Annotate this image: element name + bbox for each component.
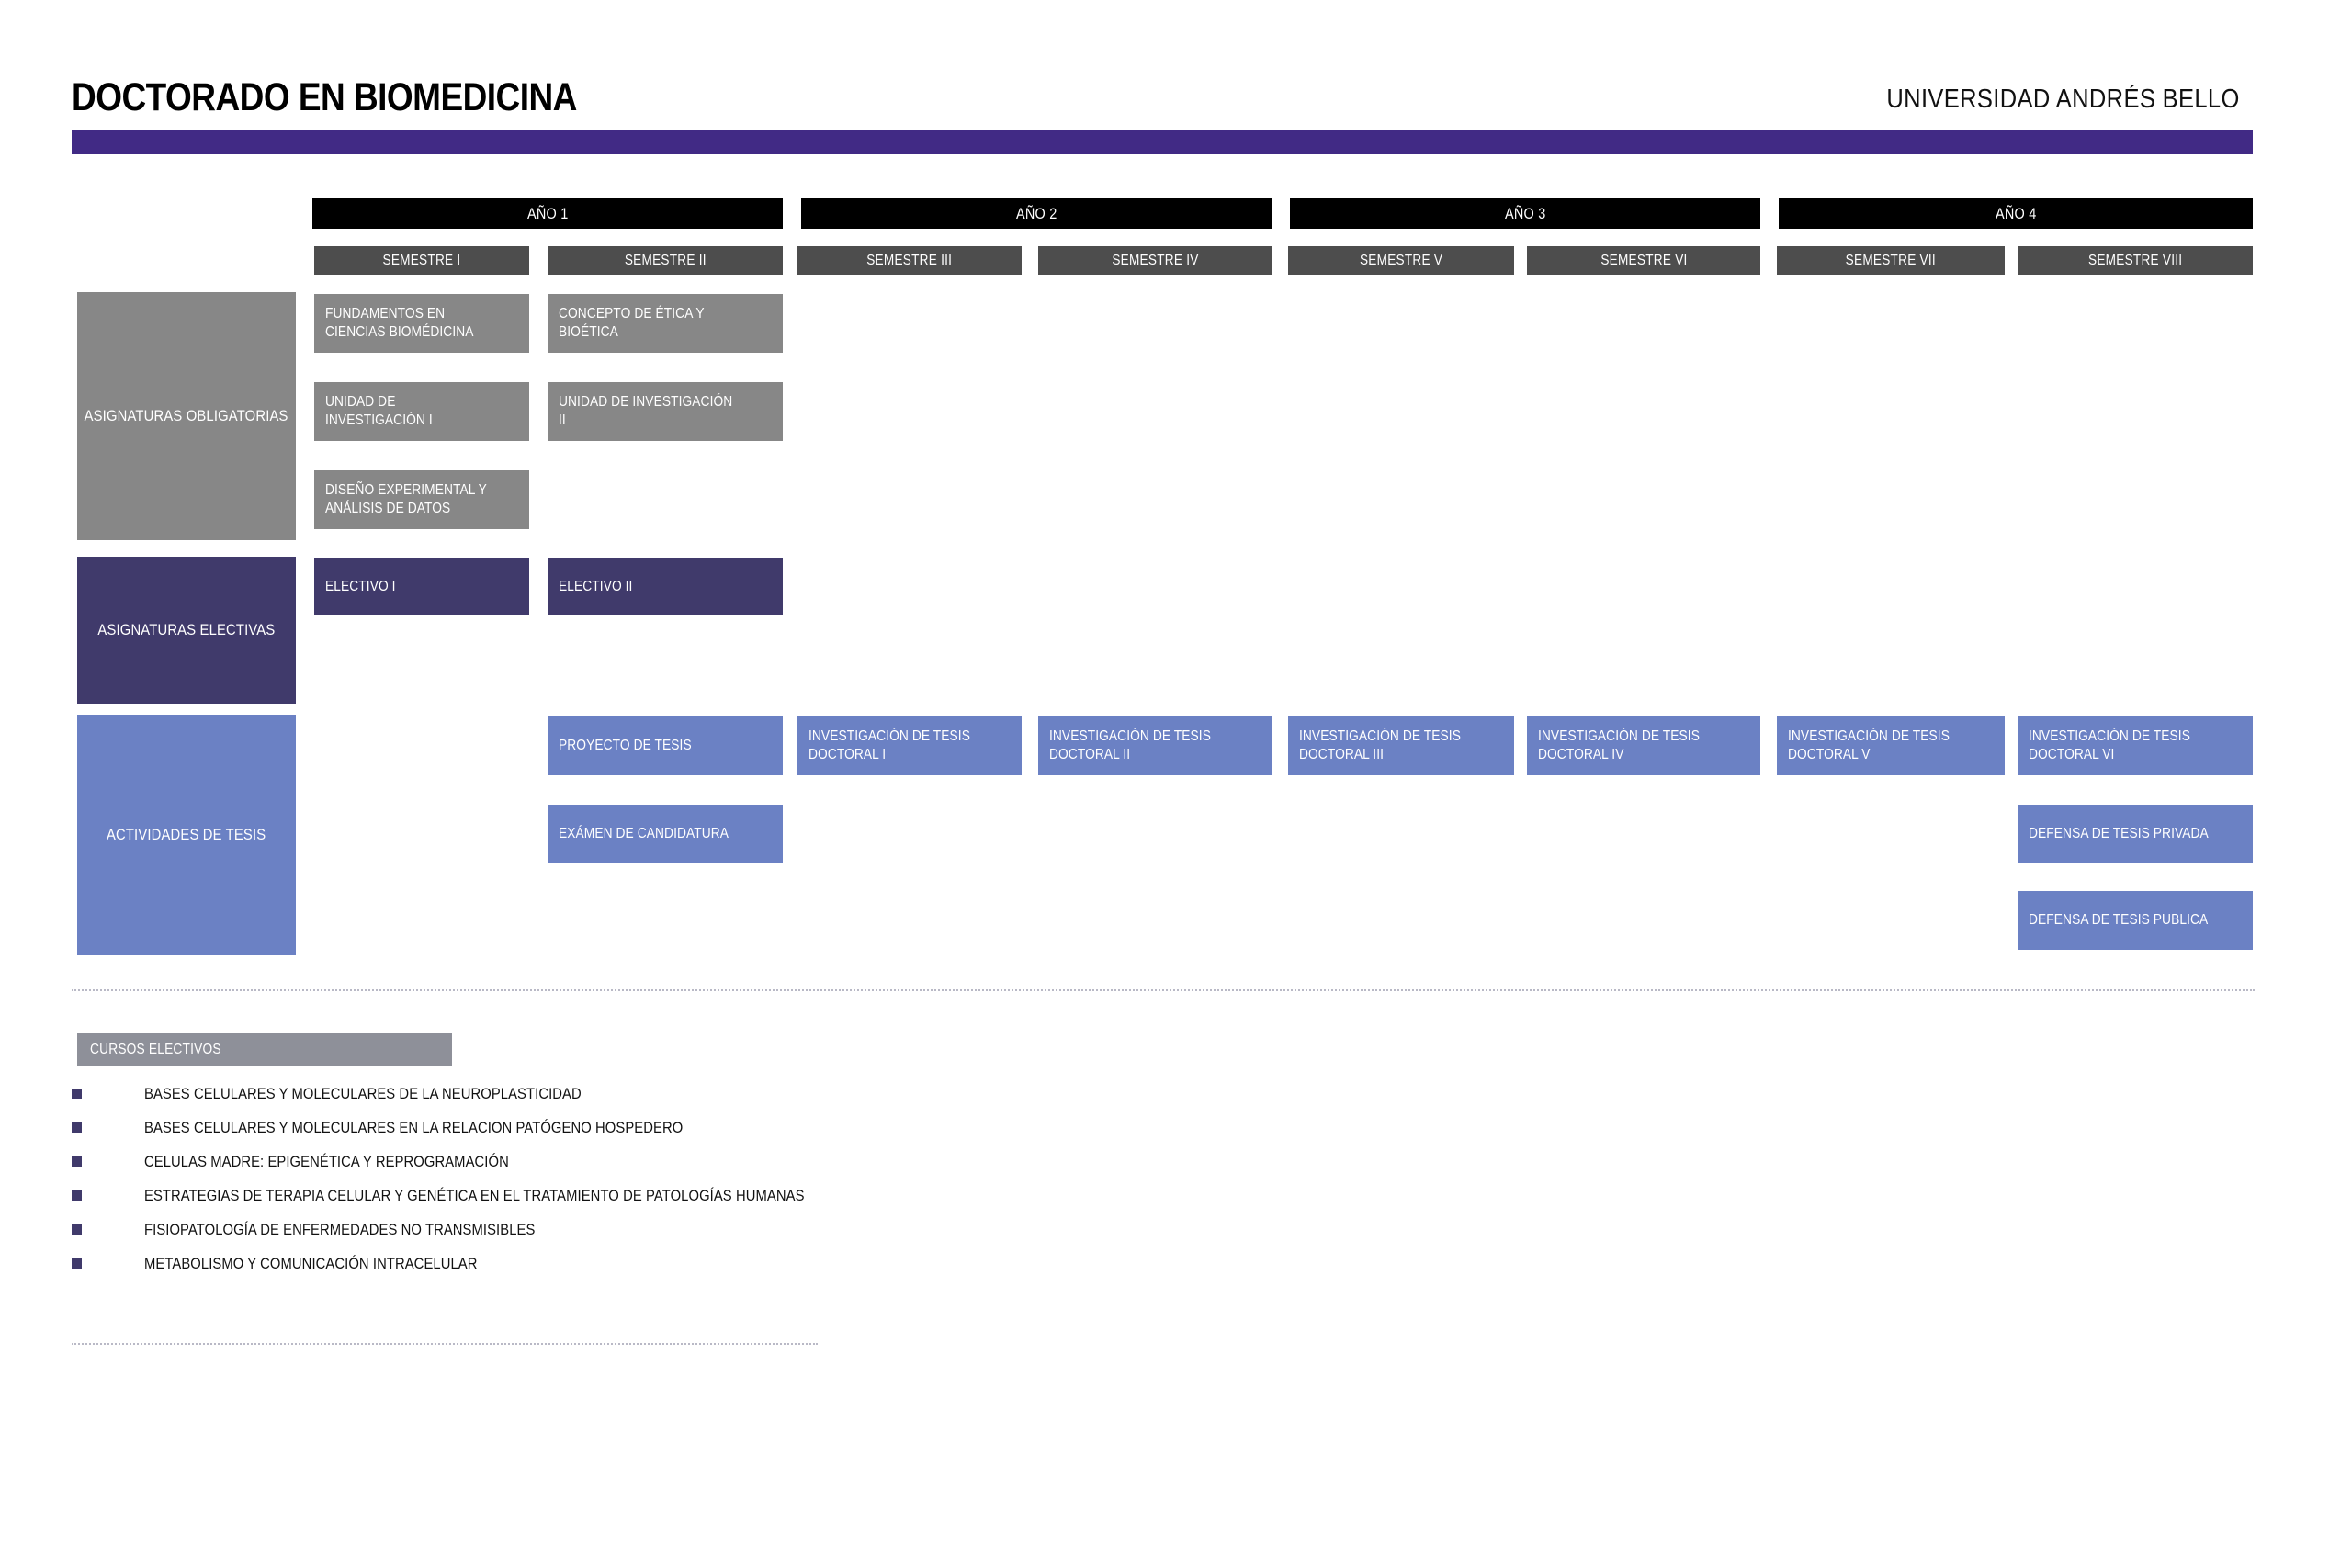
page-title: DOCTORADO EN BIOMEDICINA [72, 75, 577, 119]
divider-bottom [72, 1343, 818, 1345]
category-label: ASIGNATURAS OBLIGATORIAS [85, 407, 288, 424]
course-block-label: INVESTIGACIÓN DE TESIS DOCTORAL V [1788, 728, 1950, 762]
course-block-label: CONCEPTO DE ÉTICA Y BIOÉTICA [559, 305, 705, 340]
elective-course-name: ESTRATEGIAS DE TERAPIA CELULAR Y GENÉTIC… [144, 1186, 805, 1204]
category-label: ASIGNATURAS ELECTIVAS [97, 621, 276, 638]
university-name: UNIVERSIDAD ANDRÉS BELLO [1886, 85, 2240, 114]
course-block-inv-tesis-1: INVESTIGACIÓN DE TESIS DOCTORAL I [797, 716, 1022, 775]
elective-course-name: METABOLISMO Y COMUNICACIÓN INTRACELULAR [144, 1254, 478, 1272]
semester-bar-label: SEMESTRE VIII [2087, 252, 2183, 268]
course-block-defensa-privada: DEFENSA DE TESIS PRIVADA [2018, 805, 2253, 863]
course-block-label: DISEÑO EXPERIMENTAL Y ANÁLISIS DE DATOS [325, 481, 487, 516]
course-block-diseno-exp: DISEÑO EXPERIMENTAL Y ANÁLISIS DE DATOS [314, 470, 529, 529]
semester-bar-2: SEMESTRE II [548, 246, 783, 275]
category-label: ACTIVIDADES DE TESIS [107, 826, 266, 843]
semester-bar-label: SEMESTRE IV [1111, 252, 1199, 268]
electives-header-label: CURSOS ELECTIVOS [90, 1042, 221, 1057]
course-block-etica: CONCEPTO DE ÉTICA Y BIOÉTICA [548, 294, 783, 353]
electives-list: BASES CELULARES Y MOLECULARES DE LA NEUR… [72, 1077, 1358, 1280]
course-block-label: INVESTIGACIÓN DE TESIS DOCTORAL I [808, 728, 970, 762]
category-panel-tesis: ACTIVIDADES DE TESIS [77, 715, 296, 955]
semester-bar-6: SEMESTRE VI [1527, 246, 1760, 275]
divider-top [72, 989, 2255, 991]
year-bar-3: AÑO 3 [1290, 198, 1760, 229]
bullet-square-icon [72, 1089, 82, 1099]
course-block-defensa-publica: DEFENSA DE TESIS PUBLICA [2018, 891, 2253, 950]
course-block-electivo-1: ELECTIVO I [314, 558, 529, 615]
course-block-inv-tesis-2: INVESTIGACIÓN DE TESIS DOCTORAL II [1038, 716, 1272, 775]
course-block-proyecto-tesis: PROYECTO DE TESIS [548, 716, 783, 775]
year-bar-1: AÑO 1 [312, 198, 783, 229]
elective-course-name: FISIOPATOLOGÍA DE ENFERMEDADES NO TRANSM… [144, 1220, 536, 1238]
category-panel-obligatorias: ASIGNATURAS OBLIGATORIAS [77, 292, 296, 540]
semester-bar-1: SEMESTRE I [314, 246, 529, 275]
elective-list-item: BASES CELULARES Y MOLECULARES EN LA RELA… [72, 1111, 1358, 1145]
elective-list-item: FISIOPATOLOGÍA DE ENFERMEDADES NO TRANSM… [72, 1213, 1358, 1247]
elective-course-name: BASES CELULARES Y MOLECULARES DE LA NEUR… [144, 1084, 582, 1102]
course-block-label: DEFENSA DE TESIS PRIVADA [2029, 825, 2209, 841]
bullet-square-icon [72, 1122, 82, 1133]
course-block-label: DEFENSA DE TESIS PUBLICA [2029, 911, 2209, 928]
category-panel-electivas: ASIGNATURAS ELECTIVAS [77, 557, 296, 704]
year-bar-label: AÑO 3 [1504, 204, 1546, 222]
course-block-examen-cand: EXÁMEN DE CANDIDATURA [548, 805, 783, 863]
elective-list-item: CELULAS MADRE: EPIGENÉTICA Y REPROGRAMAC… [72, 1145, 1358, 1179]
year-bar-2: AÑO 2 [801, 198, 1272, 229]
semester-bar-4: SEMESTRE IV [1038, 246, 1272, 275]
year-bar-label: AÑO 2 [1015, 204, 1057, 222]
year-bar-label: AÑO 4 [1995, 204, 2037, 222]
semester-bar-label: SEMESTRE I [382, 252, 461, 268]
elective-list-item: METABOLISMO Y COMUNICACIÓN INTRACELULAR [72, 1247, 1358, 1280]
course-block-inv-tesis-5: INVESTIGACIÓN DE TESIS DOCTORAL V [1777, 716, 2005, 775]
course-block-inv-tesis-6: INVESTIGACIÓN DE TESIS DOCTORAL VI [2018, 716, 2253, 775]
course-block-unidad-inv-2: UNIDAD DE INVESTIGACIÓN II [548, 382, 783, 441]
bullet-square-icon [72, 1190, 82, 1201]
course-block-label: EXÁMEN DE CANDIDATURA [559, 825, 729, 841]
course-block-fundamentos: FUNDAMENTOS EN CIENCIAS BIOMÉDICINA [314, 294, 529, 353]
course-block-label: ELECTIVO II [559, 578, 633, 594]
bullet-square-icon [72, 1156, 82, 1167]
course-block-label: INVESTIGACIÓN DE TESIS DOCTORAL II [1049, 728, 1211, 762]
course-block-label: INVESTIGACIÓN DE TESIS DOCTORAL IV [1538, 728, 1700, 762]
semester-bar-label: SEMESTRE II [624, 252, 707, 268]
year-bar-4: AÑO 4 [1779, 198, 2253, 229]
year-bar-label: AÑO 1 [526, 204, 569, 222]
semester-bar-label: SEMESTRE III [866, 252, 953, 268]
semester-bar-label: SEMESTRE VII [1845, 252, 1937, 268]
semester-bar-8: SEMESTRE VIII [2018, 246, 2253, 275]
course-block-inv-tesis-4: INVESTIGACIÓN DE TESIS DOCTORAL IV [1527, 716, 1760, 775]
electives-header: CURSOS ELECTIVOS [77, 1033, 452, 1066]
course-block-label: FUNDAMENTOS EN CIENCIAS BIOMÉDICINA [325, 305, 474, 340]
course-block-label: ELECTIVO I [325, 578, 396, 594]
semester-bar-3: SEMESTRE III [797, 246, 1022, 275]
semester-bar-label: SEMESTRE V [1359, 252, 1443, 268]
course-block-label: UNIDAD DE INVESTIGACIÓN I [325, 393, 433, 428]
course-block-electivo-2: ELECTIVO II [548, 558, 783, 615]
semester-bar-label: SEMESTRE VI [1600, 252, 1688, 268]
semester-bar-5: SEMESTRE V [1288, 246, 1514, 275]
course-block-label: PROYECTO DE TESIS [559, 737, 692, 753]
course-block-label: INVESTIGACIÓN DE TESIS DOCTORAL III [1299, 728, 1461, 762]
semester-bar-7: SEMESTRE VII [1777, 246, 2005, 275]
course-block-label: UNIDAD DE INVESTIGACIÓN II [559, 393, 733, 428]
elective-list-item: BASES CELULARES Y MOLECULARES DE LA NEUR… [72, 1077, 1358, 1111]
course-block-inv-tesis-3: INVESTIGACIÓN DE TESIS DOCTORAL III [1288, 716, 1514, 775]
elective-list-item: ESTRATEGIAS DE TERAPIA CELULAR Y GENÉTIC… [72, 1179, 1358, 1213]
bullet-square-icon [72, 1224, 82, 1235]
course-block-unidad-inv-1: UNIDAD DE INVESTIGACIÓN I [314, 382, 529, 441]
elective-course-name: CELULAS MADRE: EPIGENÉTICA Y REPROGRAMAC… [144, 1152, 509, 1170]
header-accent-rule [72, 130, 2253, 154]
elective-course-name: BASES CELULARES Y MOLECULARES EN LA RELA… [144, 1118, 684, 1136]
bullet-square-icon [72, 1258, 82, 1269]
course-block-label: INVESTIGACIÓN DE TESIS DOCTORAL VI [2029, 728, 2190, 762]
